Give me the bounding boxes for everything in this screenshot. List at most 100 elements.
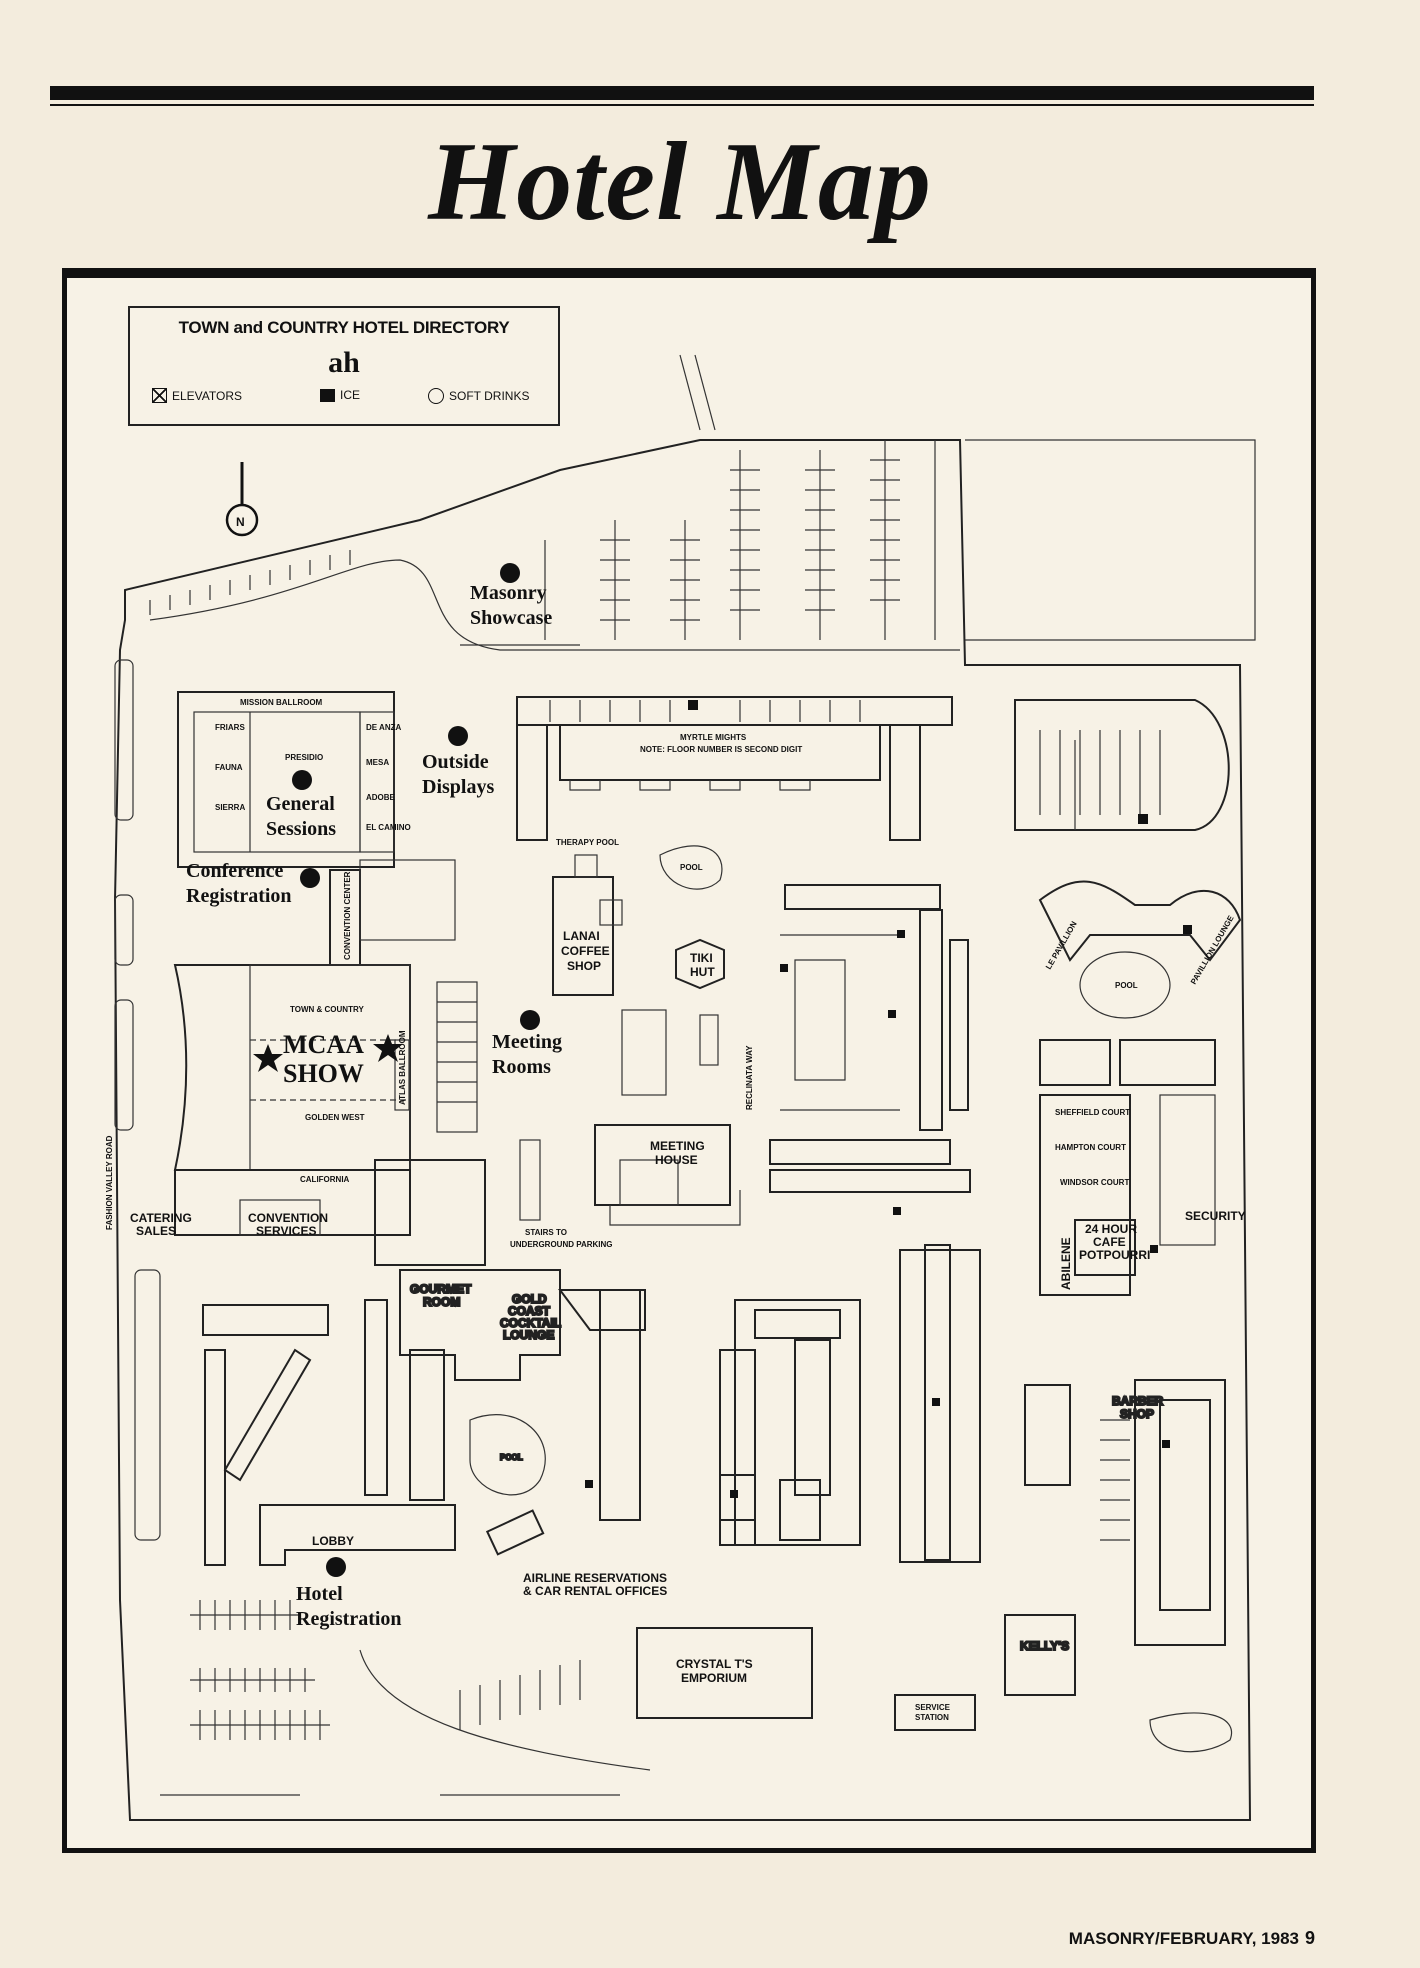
mission-ballroom-label: MISSION BALLROOM <box>240 698 323 707</box>
reclinata-way-label: RECLINATA WAY <box>745 1045 754 1110</box>
pavillion-lounge-label: PAVILLION LOUNGE <box>1189 913 1236 986</box>
svg-text:COFFEE: COFFEE <box>561 944 610 958</box>
central-guest-block <box>769 884 971 1193</box>
hotel-registration-dot <box>326 1557 346 1577</box>
property-boundary <box>113 439 1252 1821</box>
soft-drinks-icon <box>428 388 444 404</box>
convention-center-building: CONVENTION CENTER <box>329 859 456 966</box>
masonry-showcase-dot <box>500 563 520 583</box>
mission-ballroom-building: MISSION BALLROOM FRIARS FAUNA SIERRA PRE… <box>177 691 411 868</box>
north-pool-label: POOL <box>680 863 703 872</box>
meeting-rooms-dot <box>520 1010 540 1030</box>
conference-registration-label-2: Registration <box>186 885 292 907</box>
legend-label-ice: ICE <box>340 388 361 402</box>
service-station <box>894 1694 976 1731</box>
svg-text:FRIARS: FRIARS <box>215 723 245 732</box>
meeting-rooms-label-2: Rooms <box>492 1056 551 1078</box>
svg-text:MEETING: MEETING <box>650 1139 705 1153</box>
footer-publication: MASONRY/FEBRUARY, 1983 <box>1068 1929 1299 1948</box>
star-right-icon <box>373 1034 403 1062</box>
svg-text:EMPORIUM: EMPORIUM <box>681 1671 747 1685</box>
svg-text:24 HOUR: 24 HOUR <box>1085 1222 1137 1236</box>
south-pool-label: POOL <box>500 1453 523 1462</box>
meeting-rooms-label-1: Meeting <box>492 1031 562 1053</box>
entry-road <box>679 354 701 431</box>
le-pavillion-label: LE PAVILLION <box>1044 920 1079 971</box>
svg-text:WINDSOR COURT: WINDSOR COURT <box>1060 1178 1129 1187</box>
legend-item-ice: ICE <box>320 388 360 402</box>
svg-text:AIRLINE RESERVATIONS: AIRLINE RESERVATIONS <box>523 1571 667 1585</box>
svg-text:MESA: MESA <box>366 758 389 767</box>
svg-text:POTPOURRI: POTPOURRI <box>1079 1248 1150 1262</box>
west-edge-islands <box>114 659 161 1541</box>
ice-markers <box>585 700 1192 1498</box>
ice-icon <box>320 388 335 402</box>
svg-text:CALIFORNIA: CALIFORNIA <box>300 1175 350 1184</box>
brand-logo: ah <box>328 346 360 379</box>
east-pool-label: POOL <box>1115 981 1138 990</box>
convention-services-label-2: SERVICES <box>256 1224 316 1238</box>
svg-text:FAUNA: FAUNA <box>215 763 243 772</box>
masonry-showcase-label-2: Showcase <box>470 607 552 629</box>
star-left-icon <box>253 1044 283 1072</box>
highlight-dots <box>253 563 540 1577</box>
svg-text:SHOP: SHOP <box>1120 1407 1154 1421</box>
svg-text:BARBER: BARBER <box>1112 1394 1164 1408</box>
svg-text:SHOP: SHOP <box>567 959 601 973</box>
svg-text:HAMPTON COURT: HAMPTON COURT <box>1055 1143 1126 1152</box>
mcaa-show-hall: TOWN & COUNTRY GOLDEN WEST CALIFORNIA AT… <box>173 964 411 1236</box>
gourmet-gold-coast: GOURMET ROOM GOLD COAST COCKTAIL LOUNGE … <box>202 1269 562 1566</box>
entry-road-2 <box>694 354 716 431</box>
convention-center-label: CONVENTION CENTER <box>343 871 352 960</box>
conference-registration-dot <box>300 868 320 888</box>
legend-label-soft-drinks: SOFT DRINKS <box>449 389 530 403</box>
hotel-registration-label-2: Registration <box>296 1608 402 1630</box>
legend-label-elevators: ELEVATORS <box>172 388 243 403</box>
top-rule-thin <box>50 104 1314 106</box>
outside-displays-label-1: Outside <box>422 751 489 773</box>
svg-text:ROOM: ROOM <box>423 1295 460 1309</box>
lanai-coffee-shop: LANAI COFFEE SHOP THERAPY POOL POOL <box>552 838 723 996</box>
compass-letter: N <box>236 515 245 529</box>
atlas-ballroom-label: ATLAS BALLROOM <box>398 1030 407 1105</box>
mcaa-label: MCAA <box>283 1030 364 1059</box>
svg-text:PRESIDIO: PRESIDIO <box>285 753 323 762</box>
show-label: SHOW <box>283 1059 364 1088</box>
svg-text:CAFE: CAFE <box>1093 1235 1126 1249</box>
central-south-block <box>558 1289 861 1546</box>
compass-rose: N <box>225 462 259 537</box>
svg-text:THERAPY POOL: THERAPY POOL <box>556 838 619 847</box>
svg-text:STATION: STATION <box>915 1713 949 1722</box>
svg-text:SIERRA: SIERRA <box>215 803 245 812</box>
east-complex: POOL LE PAVILLION PAVILLION LOUNGE 24 HO… <box>1014 699 1246 1296</box>
abilene-label: ABILENE <box>1059 1237 1073 1290</box>
conference-registration-label-1: Conference <box>186 860 283 882</box>
svg-text:LOUNGE: LOUNGE <box>503 1328 554 1342</box>
tiki-hut: TIKI HUT <box>675 938 725 990</box>
masonry-showcase-label-1: Masonry <box>470 582 547 604</box>
svg-text:STAIRS TO: STAIRS TO <box>525 1228 567 1237</box>
svg-text:GOURMET: GOURMET <box>410 1282 472 1296</box>
meeting-room-column <box>374 981 541 1266</box>
north-road-curve <box>149 559 960 651</box>
svg-text:SERVICE: SERVICE <box>915 1703 951 1712</box>
svg-text:UNDERGROUND PARKING: UNDERGROUND PARKING <box>510 1240 613 1249</box>
fashion-valley-road-label: FASHION VALLEY ROAD <box>105 1135 114 1230</box>
north-guest-wing: MYRTLE MIGHTS NOTE: FLOOR NUMBER IS SECO… <box>516 696 953 841</box>
svg-text:EL CAMINO: EL CAMINO <box>366 823 411 832</box>
svg-text:SHEFFIELD COURT: SHEFFIELD COURT <box>1055 1108 1130 1117</box>
hotel-registration-label-1: Hotel <box>296 1583 343 1605</box>
page-title: Hotel Map <box>428 120 932 244</box>
lobby-label: LOBBY <box>312 1534 354 1548</box>
legend-title: TOWN and COUNTRY HOTEL DIRECTORY <box>178 318 510 337</box>
svg-text:HUT: HUT <box>690 965 715 979</box>
elevator-icon <box>152 388 167 403</box>
svg-text:LANAI: LANAI <box>563 929 600 943</box>
catering-label-1: CATERING <box>130 1211 192 1225</box>
svg-text:DE ANZA: DE ANZA <box>366 723 401 732</box>
svg-text:COCKTAIL: COCKTAIL <box>500 1316 561 1330</box>
central-pool <box>621 1009 667 1096</box>
svg-text:TIKI: TIKI <box>690 951 713 965</box>
